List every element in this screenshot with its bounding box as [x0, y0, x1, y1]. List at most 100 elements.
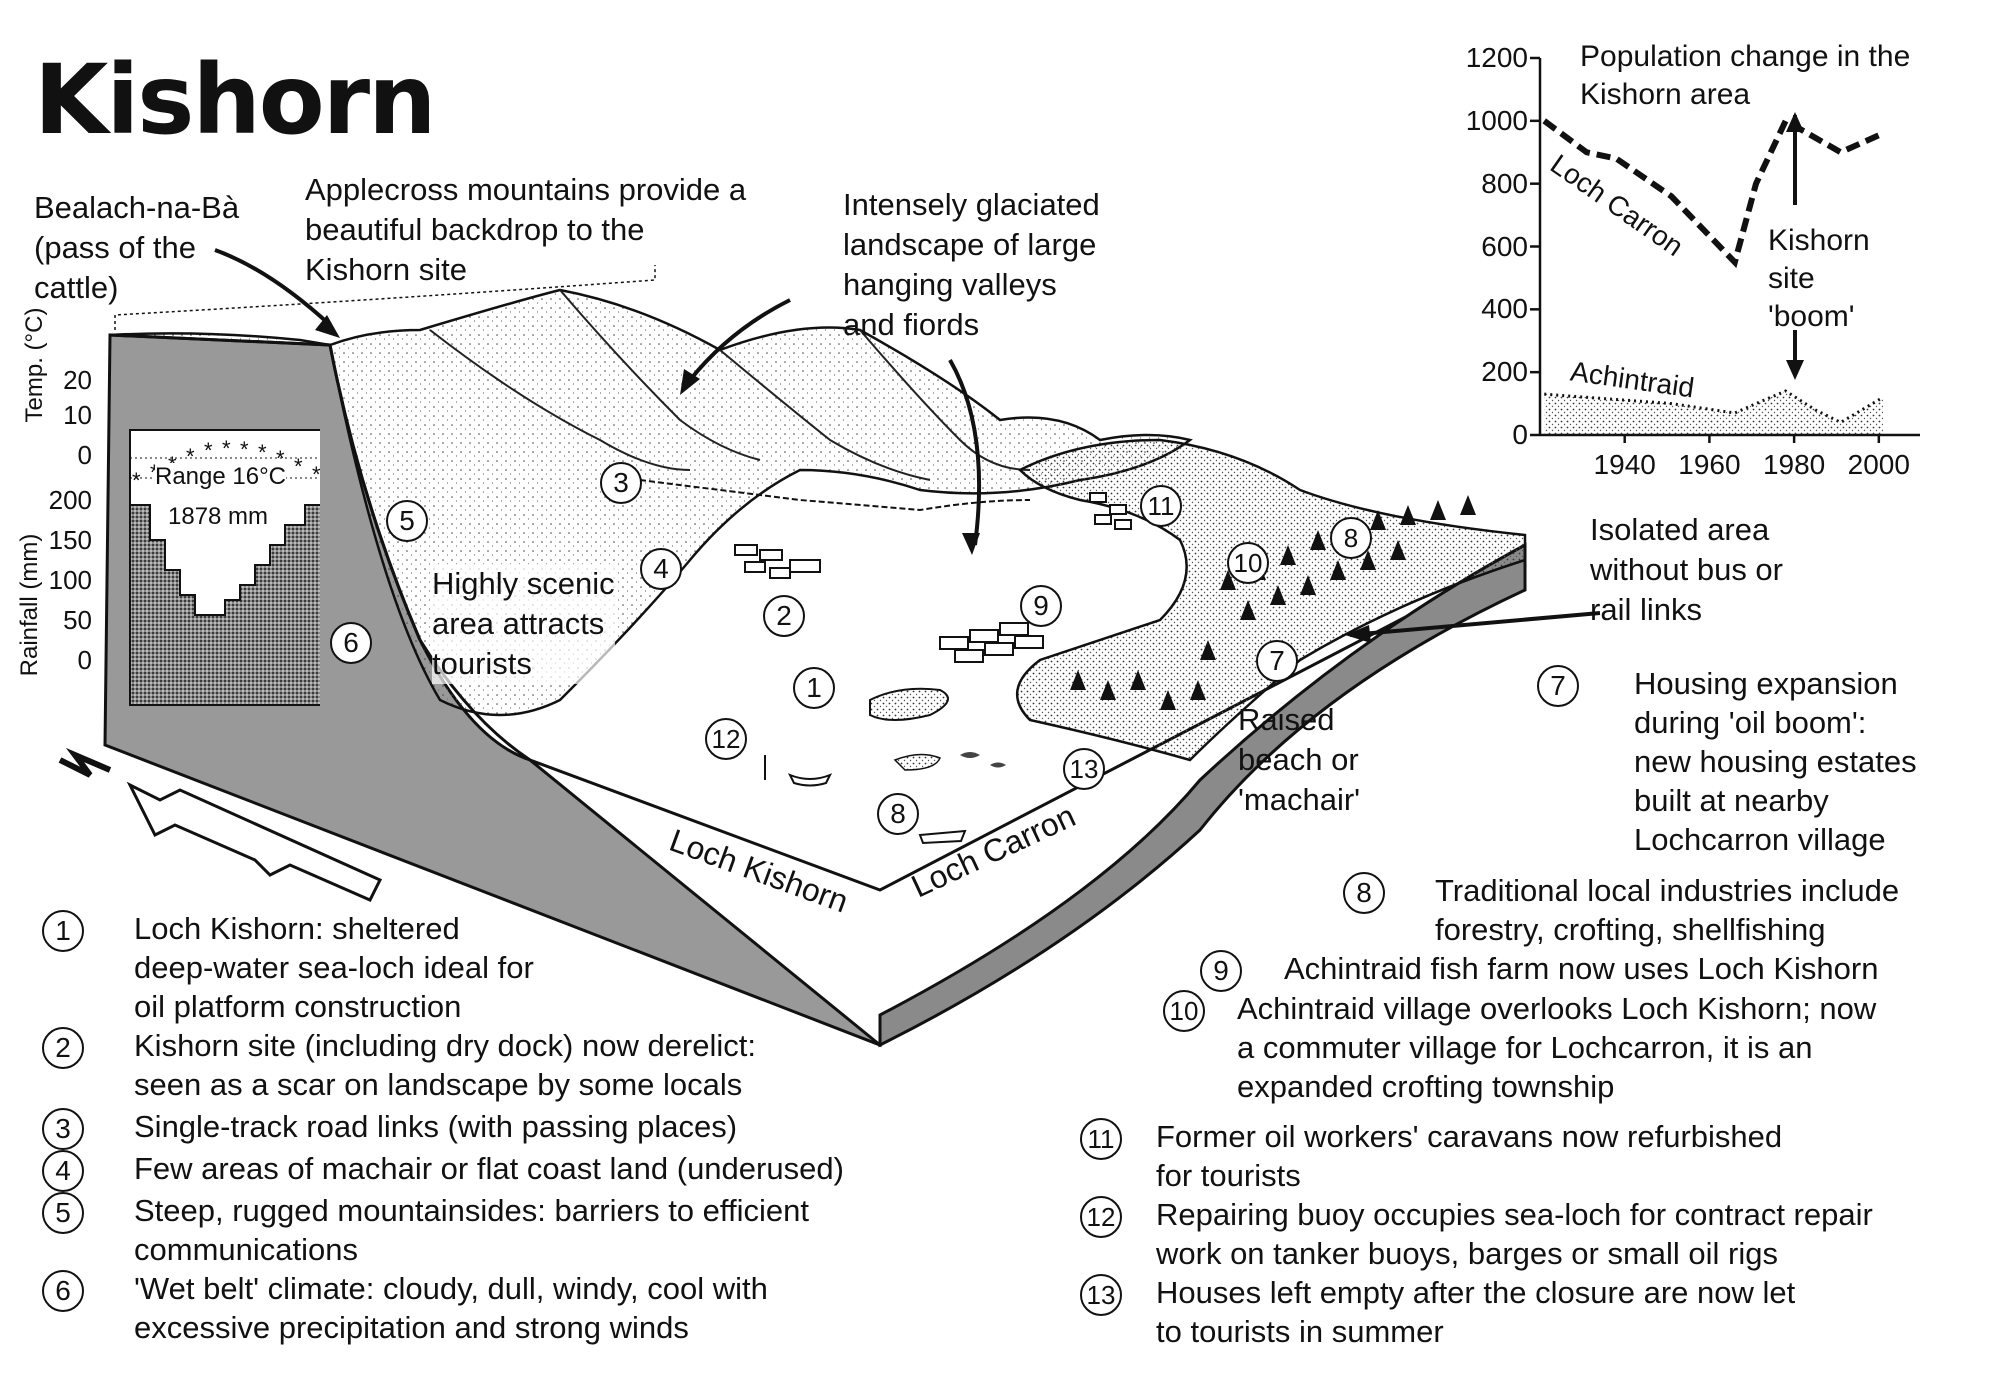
rain-tick-0: 0: [77, 645, 92, 675]
north-arrow: [58, 747, 383, 902]
map-marker-5: 5: [386, 500, 428, 542]
map-marker-8: 8: [1330, 517, 1372, 559]
y-tick-label: 600: [1481, 230, 1528, 262]
key-number: 11: [1080, 1118, 1122, 1160]
population-chart: [1530, 56, 1920, 443]
key-number: 6: [42, 1270, 84, 1312]
key-item-3: 3 Single-track road links (with passing …: [42, 1108, 737, 1150]
key-item-6: 6 'Wet belt' climate: cloudy, dull, wind…: [42, 1270, 768, 1347]
key-number: 5: [42, 1192, 84, 1234]
map-marker-6: 6: [330, 622, 372, 664]
key-item-1: 1 Loch Kishorn: sheltered deep-water sea…: [42, 910, 534, 1026]
map-marker-4: 4: [640, 548, 682, 590]
key-text: Few areas of machair or flat coast land …: [134, 1151, 844, 1186]
svg-text:*: *: [204, 438, 213, 463]
key-text: Achintraid village overlooks Loch Kishor…: [1237, 991, 1877, 1104]
map-marker-13: 13: [1063, 748, 1105, 790]
key-item-9: 9 Achintraid fish farm now uses Loch Kis…: [1200, 950, 1878, 992]
map-marker-9: 9: [1020, 585, 1062, 627]
y-tick-label: 0: [1512, 419, 1528, 450]
map-marker-1: 1: [793, 667, 835, 709]
key-number: 12: [1080, 1196, 1122, 1238]
key-item-13: 13 Houses left empty after the closure a…: [1080, 1274, 1795, 1351]
climate-range-label: Range 16°C: [155, 463, 287, 491]
x-tick-label: 1980: [1762, 449, 1826, 480]
key-item-8: 8 Traditional local industries include f…: [1343, 872, 1899, 949]
key-number: 1: [42, 910, 84, 952]
rain-tick-200: 200: [48, 485, 92, 515]
key-number: 9: [1200, 950, 1242, 992]
population-chart-title: Population change in the Kishorn area: [1580, 40, 1911, 111]
key-number: 2: [42, 1027, 84, 1069]
key-text: Former oil workers' caravans now refurbi…: [1156, 1119, 1783, 1193]
key-item-10: 10 Achintraid village overlooks Loch Kis…: [1163, 990, 1876, 1106]
rain-tick-100: 100: [48, 565, 92, 595]
key-item-5: 5 Steep, rugged mountainsides: barriers …: [42, 1192, 809, 1269]
key-text: Housing expansion during 'oil boom': new…: [1634, 666, 1917, 857]
key-number: 3: [42, 1108, 84, 1150]
key-text: Single-track road links (with passing pl…: [134, 1109, 738, 1144]
key-text: Loch Kishorn: sheltered deep-water sea-l…: [134, 911, 534, 1024]
temp-tick-20: 20: [63, 365, 92, 395]
svg-text:*: *: [186, 444, 195, 469]
map-marker-3: 3: [600, 462, 642, 504]
key-item-4: 4 Few areas of machair or flat coast lan…: [42, 1150, 844, 1192]
key-number: 8: [1343, 872, 1385, 914]
rain-axis-label: Rainfall (mm): [16, 533, 43, 677]
key-number: 7: [1537, 665, 1579, 707]
annotation-scenic: Highly scenic area attracts tourists: [432, 564, 615, 684]
map-marker-2: 2: [763, 595, 805, 637]
fish-farm-cages: [939, 622, 1044, 663]
key-text: Achintraid fish farm now uses Loch Kisho…: [1284, 951, 1879, 986]
key-text: Traditional local industries include for…: [1435, 873, 1900, 947]
annotation-glaciated: Intensely glaciated landscape of large h…: [843, 187, 1100, 342]
x-tick-label: 2000: [1847, 449, 1910, 480]
temp-tick-0: 0: [77, 440, 92, 470]
svg-text:*: *: [312, 462, 320, 487]
series-area-achintraid: [1544, 391, 1884, 435]
y-tick-label: 1200: [1465, 42, 1528, 73]
svg-text:*: *: [150, 460, 159, 485]
climate-total-label: 1878 mm: [168, 503, 269, 531]
key-text: 'Wet belt' climate: cloudy, dull, windy,…: [134, 1271, 768, 1345]
y-tick-label: 200: [1481, 356, 1528, 388]
key-text: Houses left empty after the closure are …: [1156, 1275, 1796, 1349]
key-item-11: 11 Former oil workers' caravans now refu…: [1080, 1118, 1782, 1195]
rain-tick-50: 50: [63, 605, 92, 635]
mountains: [109, 288, 1193, 717]
map-marker-12: 12: [705, 718, 747, 760]
key-number: 10: [1163, 990, 1205, 1032]
map-marker-8-boat: 8: [877, 793, 919, 835]
svg-text:*: *: [132, 468, 141, 493]
svg-text:*: *: [258, 440, 267, 465]
series-line-loch-carron: [1542, 116, 1885, 269]
y-tick-label: 400: [1481, 293, 1528, 325]
map-marker-10: 10: [1227, 542, 1269, 584]
svg-text:*: *: [222, 436, 231, 461]
rain-tick-150: 150: [48, 525, 92, 555]
temp-tick-10: 10: [63, 400, 92, 430]
x-tick-label: 1960: [1678, 449, 1741, 480]
right-hills: [1015, 438, 1527, 762]
map-marker-11: 11: [1140, 485, 1182, 527]
key-item-2: 2 Kishorn site (including dry dock) now …: [42, 1027, 756, 1104]
svg-text:*: *: [240, 437, 249, 462]
map-marker-7: 7: [1256, 640, 1298, 682]
series-line-achintraid: [1544, 389, 1884, 425]
svg-text:*: *: [294, 454, 303, 479]
annotation-raised-beach: Raised beach or 'machair': [1238, 702, 1361, 817]
block-side-right: [878, 542, 1527, 1048]
rainfall-bars: [129, 504, 320, 706]
key-number: 4: [42, 1150, 84, 1192]
annotation-isolated: Isolated area without bus or rail links: [1590, 512, 1783, 627]
key-text: Repairing buoy occupies sea-loch for con…: [1156, 1197, 1873, 1271]
annotation-applecross: Applecross mountains provide a beautiful…: [305, 172, 747, 287]
annotation-bealach: Bealach-na-Bà (pass of the cattle): [34, 190, 240, 305]
key-text: Kishorn site (including dry dock) now de…: [134, 1028, 756, 1102]
key-item-7: 7 Housing expansion during 'oil boom': n…: [1537, 665, 1917, 859]
y-tick-label: 1000: [1465, 104, 1528, 136]
kishorn-boom-annotation: Kishorn site 'boom': [1768, 224, 1870, 333]
y-tick-label: 800: [1481, 167, 1528, 199]
page-title: Kishorn: [34, 44, 436, 156]
x-tick-label: 1940: [1593, 449, 1656, 480]
